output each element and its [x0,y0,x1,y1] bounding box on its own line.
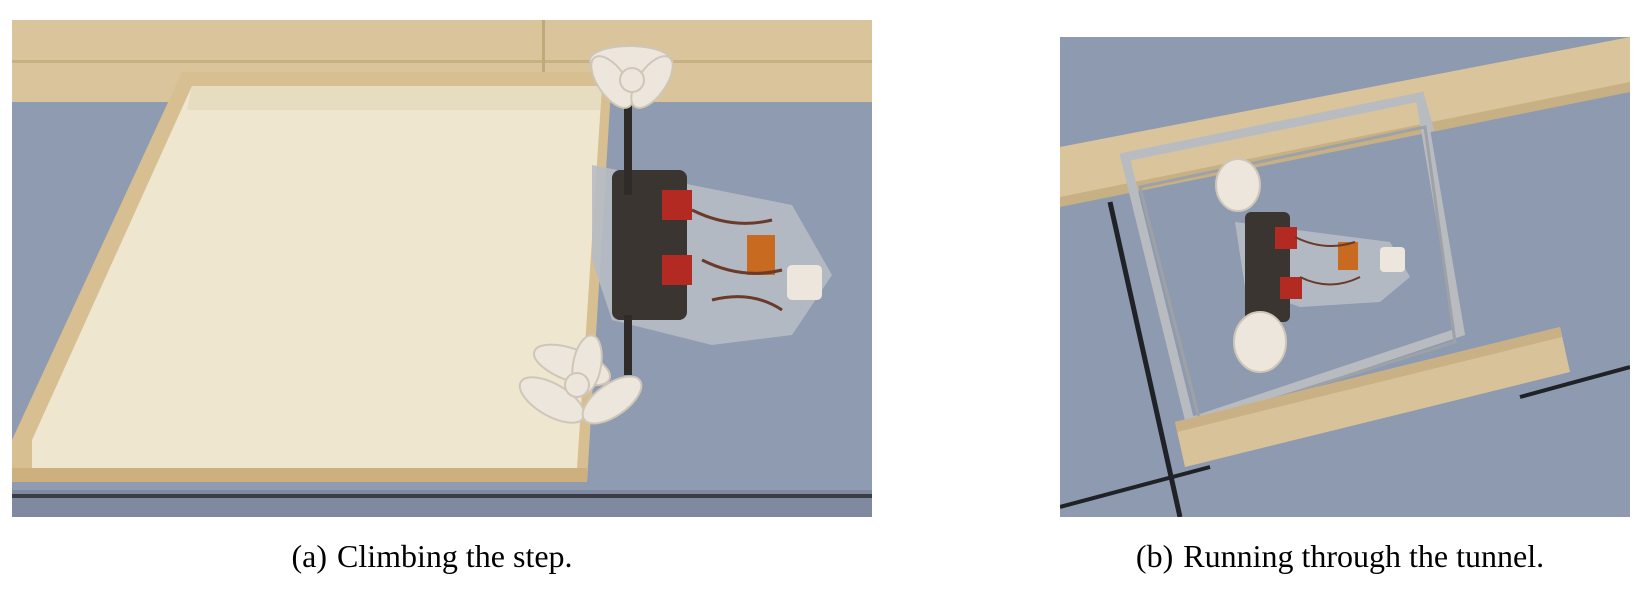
caption-b-text: Running through the tunnel. [1183,538,1545,574]
caption-b-label: (b) [1135,538,1174,574]
figure-a-photo [12,20,872,517]
caption-a-label: (a) [291,538,327,574]
tunnel-image [1060,37,1630,517]
caption-a-text: Climbing the step. [336,538,573,574]
figure-b-photo [1060,37,1630,517]
climbing-step-image [12,20,872,517]
caption-b: (b)Running through the tunnel. [1136,538,1544,575]
caption-a: (a)Climbing the step. [291,538,572,575]
